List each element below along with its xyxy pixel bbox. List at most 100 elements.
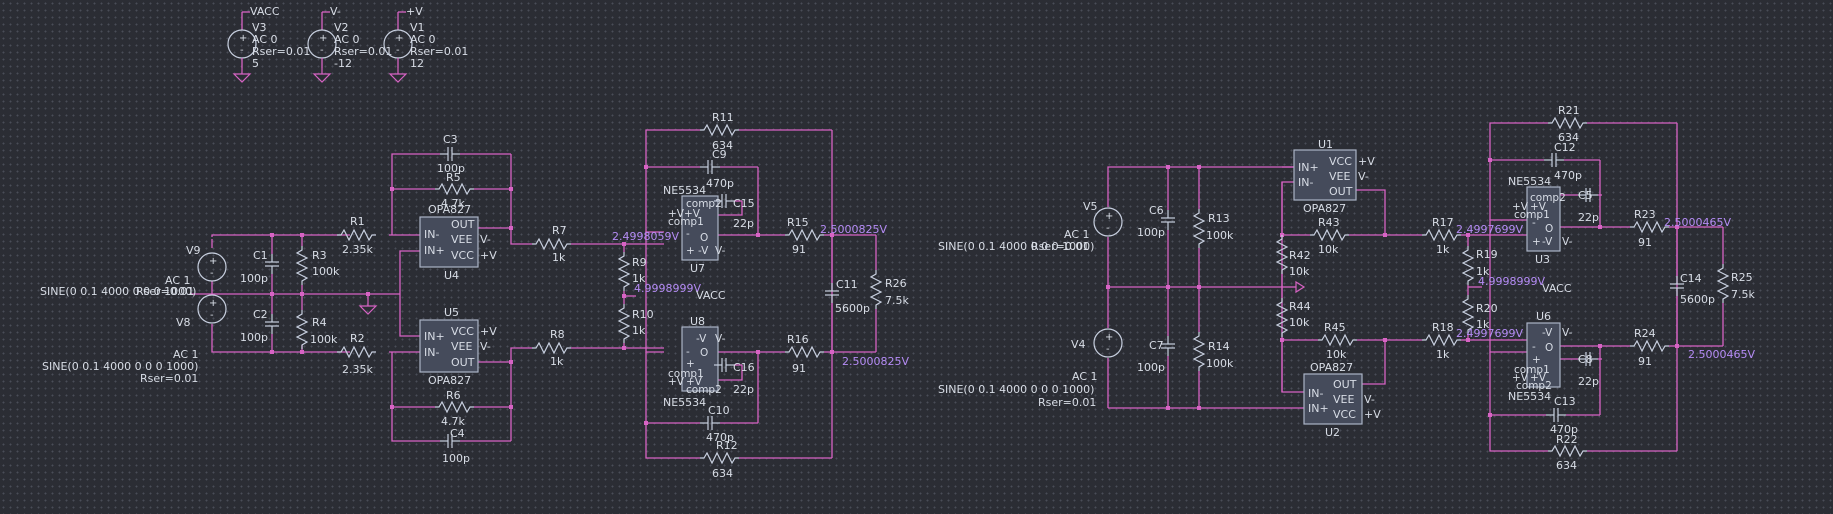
resistor-r9[interactable]: R9 1k (618, 251, 647, 292)
resistor-r5[interactable]: R5 4.7k (434, 171, 475, 210)
r20-value: 1k (1476, 318, 1490, 331)
resistor-r23[interactable]: R23 91 (1629, 208, 1670, 249)
opamp-u5[interactable]: VCC VEE OUT IN+ IN- +V V- U5 OPA827 (419, 306, 497, 387)
opamp-u4[interactable]: OUT VEE VCC IN- IN+ V- +V OPA827 U4 (419, 203, 497, 282)
resistor-r19[interactable]: R19 1k (1462, 245, 1498, 286)
resistor-r17[interactable]: R17 1k (1421, 216, 1462, 256)
u4-name: U4 (444, 269, 459, 282)
resistor-r18[interactable]: R18 1k (1421, 321, 1462, 361)
cap-c14[interactable]: C14 5600p (1669, 272, 1715, 306)
u5-pin-out: OUT (451, 356, 475, 369)
cap-c8[interactable]: C8 22p (1577, 351, 1599, 388)
opamp-u6[interactable]: -V V- - O + comp1 +V +V comp2 U6 NE5534 (1508, 310, 1573, 403)
resistor-r42[interactable]: R42 10k (1276, 234, 1311, 278)
u6-comp1: comp1 (1514, 364, 1550, 376)
resistor-r44[interactable]: R44 10k (1276, 297, 1311, 338)
u2-vp: +V (1364, 408, 1381, 421)
source-v8[interactable]: V8 AC 1 SINE(0 0.1 4000 0 0 0 1000) Rser… (42, 294, 227, 385)
resistor-r4[interactable]: R4 100k (296, 309, 338, 350)
cap-c4[interactable]: C4 100p (439, 427, 470, 465)
u8-vplus2: +V (686, 376, 703, 388)
r5-value: 4.7k (441, 197, 465, 210)
v3-ac: AC 0 (252, 33, 278, 46)
supply-v1[interactable]: +V V1 AC 0 Rser=0.01 12 (383, 5, 468, 83)
u8-comp1: comp1 (668, 368, 704, 380)
resistor-r24[interactable]: R24 91 (1629, 327, 1670, 368)
opamp-u8[interactable]: -V V- - O + comp1 +V +V comp2 U8 NE5534 (663, 315, 726, 409)
cap-c15[interactable]: C15 22p (713, 193, 755, 230)
u4-model: OPA827 (428, 203, 471, 216)
u7-model: NE5534 (663, 184, 706, 197)
supply-v2[interactable]: V- V2 AC 0 Rser=0.01 -12 (307, 5, 392, 83)
resistor-r15[interactable]: R15 91 (784, 216, 825, 256)
source-v4[interactable]: V4 AC 1 SINE(0 0.1 4000 0 0 0 1000) Rser… (938, 328, 1123, 409)
cap-c6[interactable]: C6 100p (1137, 204, 1176, 239)
opamp-u3[interactable]: comp2 +V +V comp1 - O + -V V- NE5534 U3 (1508, 175, 1573, 266)
left-circuit[interactable]: V9 AC 1 SINE(0 0.1 4000 0 0 0 1000) Rser… (40, 111, 909, 480)
u5-pin-inp: IN+ (424, 330, 445, 343)
resistor-r21[interactable]: R21 634 (1547, 104, 1588, 144)
r19-name: R19 (1476, 248, 1498, 261)
cap-c16[interactable]: C16 22p (713, 357, 755, 396)
resistor-r2[interactable]: R2 2.35k (336, 332, 377, 376)
source-v9[interactable]: V9 AC 1 SINE(0 0.1 4000 0 0 0 1000) Rser… (40, 244, 227, 298)
resistor-r6[interactable]: R6 4.7k (434, 389, 475, 428)
c12-value: 470p (1554, 169, 1582, 182)
resistor-r12[interactable]: R12 634 (699, 439, 740, 480)
c8-name: C8 (1578, 353, 1593, 366)
c14-name: C14 (1680, 272, 1702, 285)
right-circuit[interactable]: V5 AC 1 SINE(0 0.1 4000 0 0 0 1000) Rser… (938, 104, 1755, 472)
source-v5[interactable]: V5 AC 1 SINE(0 0.1 4000 0 0 0 1000) Rser… (938, 200, 1123, 253)
resistor-r13[interactable]: R13 100k (1193, 208, 1234, 249)
resistor-r1[interactable]: R1 2.35k (336, 215, 377, 256)
cap-c12[interactable]: C12 470p (1543, 141, 1582, 182)
cap-c9[interactable]: C9 470p (699, 148, 734, 190)
resistor-r45[interactable]: R45 10k (1317, 321, 1358, 361)
cap-c2[interactable]: C2 100p (240, 308, 280, 344)
resistor-r10[interactable]: R10 1k (618, 303, 654, 344)
resistor-r20[interactable]: R20 1k (1462, 294, 1498, 335)
c13-value: 470p (1550, 423, 1578, 436)
c11-value: 5600p (835, 302, 870, 315)
cap-c5[interactable]: C5 22p (1577, 187, 1599, 224)
c8-value: 22p (1578, 375, 1599, 388)
resistor-r8[interactable]: R8 1k (531, 328, 572, 368)
net-label-n2: 4.9998999V (634, 282, 701, 295)
cap-c3[interactable]: C3 100p (437, 133, 465, 175)
resistor-r16[interactable]: R16 91 (784, 333, 825, 375)
opamp-u2[interactable]: IN- IN+ OUT VEE VCC V- +V OPA827 U2 (1303, 361, 1381, 439)
cap-c7[interactable]: C7 100p (1137, 335, 1176, 374)
resistor-r11[interactable]: R11 634 (699, 111, 740, 152)
resistor-r26[interactable]: R26 7.5k (870, 269, 909, 310)
r26-name: R26 (885, 277, 907, 290)
resistor-r7[interactable]: R7 1k (531, 224, 572, 264)
r44-name: R44 (1289, 300, 1311, 313)
r15-name: R15 (787, 216, 809, 229)
resistor-r43[interactable]: R43 10k (1309, 216, 1350, 256)
r9-name: R9 (632, 256, 647, 269)
cap-c13[interactable]: C13 470p (1545, 395, 1578, 436)
resistor-r3[interactable]: R3 100k (296, 245, 340, 286)
r25-name: R25 (1731, 271, 1753, 284)
u1-vp: +V (1358, 155, 1375, 168)
v2-value: -12 (334, 57, 352, 70)
resistor-r14[interactable]: R14 100k (1193, 331, 1234, 372)
c5-value: 22p (1578, 211, 1599, 224)
u7-name: U7 (690, 262, 705, 275)
cap-c1[interactable]: C1 100p (240, 249, 280, 285)
r22-value: 634 (1556, 459, 1577, 472)
opamp-u1[interactable]: IN+ IN- VCC VEE OUT +V V- U1 OPA827 (1293, 138, 1375, 215)
opamp-u7[interactable]: comp2 +V +V comp1 - O + -V V- NE5534 U7 (663, 184, 726, 275)
resistor-r25[interactable]: R25 7.5k (1717, 263, 1755, 304)
right-junctions (1106, 158, 1679, 417)
net-label-r-n5: 2.5000465V (1664, 216, 1731, 229)
resistor-r22[interactable]: R22 634 (1547, 433, 1588, 472)
supply-v3[interactable]: VACC V3 AC 0 Rser=0.01 5 (227, 5, 310, 83)
c15-value: 22p (733, 217, 754, 230)
cap-c11[interactable]: C11 5600p (824, 278, 870, 315)
cap-c10[interactable]: C10 470p (699, 404, 734, 444)
v5-name: V5 (1083, 200, 1098, 213)
net-label-vplus: +V (406, 5, 423, 18)
